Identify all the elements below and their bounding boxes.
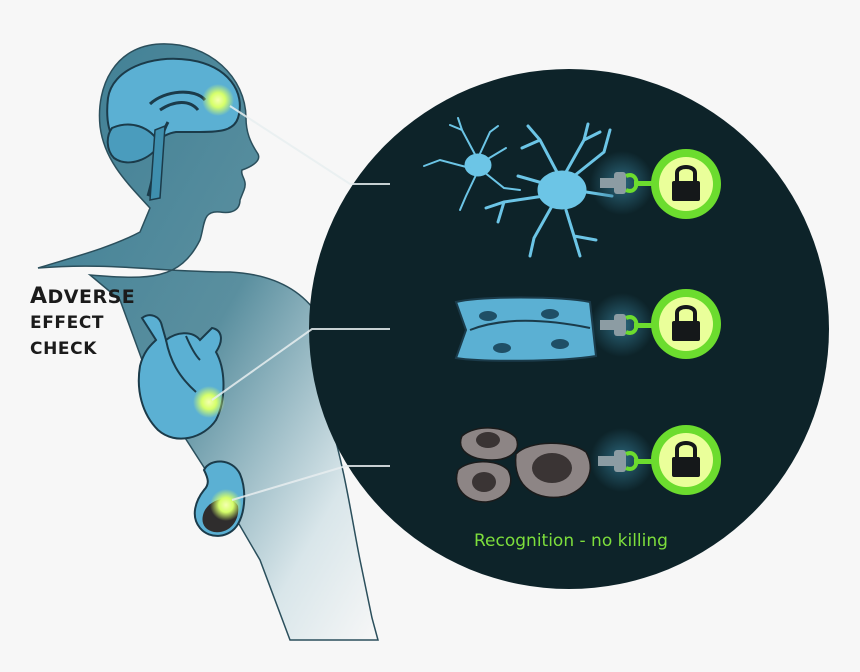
heading-initial: A bbox=[30, 284, 48, 309]
brain bbox=[106, 57, 241, 201]
kidney-target-spot bbox=[210, 489, 242, 521]
recognition-caption: Recognition - no killing bbox=[474, 531, 668, 551]
neuron-cells bbox=[423, 117, 614, 258]
lock-icon bbox=[672, 441, 700, 477]
diagram-heading: ADVERSE EFFECT CHECK bbox=[30, 284, 135, 362]
cardiomyocyte-cells bbox=[454, 296, 598, 362]
lock-icon bbox=[672, 165, 700, 201]
heading-line-1-rest: DVERSE bbox=[47, 286, 136, 308]
heading-line-1: ADVERSE bbox=[30, 284, 135, 310]
heading-line-3: CHECK bbox=[30, 339, 97, 359]
heart bbox=[137, 314, 225, 440]
heading-line-2: EFFECT bbox=[30, 313, 105, 333]
heart-target-spot bbox=[193, 386, 225, 418]
connector-lines bbox=[211, 105, 390, 501]
tumor-cells bbox=[455, 427, 591, 503]
lock-icon bbox=[672, 305, 700, 341]
brain-target-spot bbox=[202, 84, 234, 116]
